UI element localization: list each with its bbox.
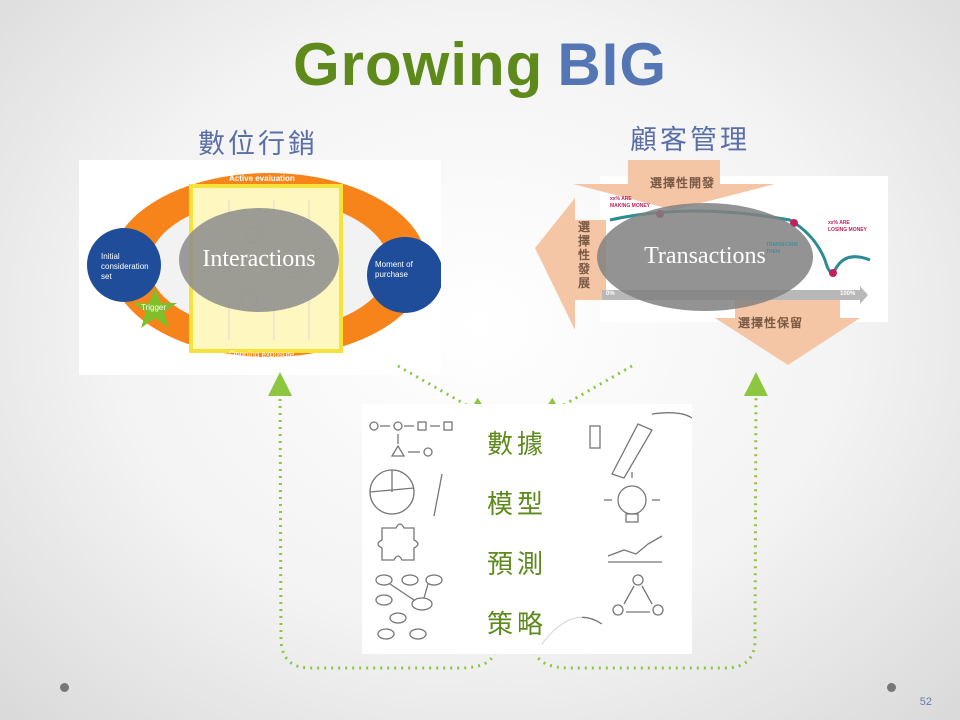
- arrow-left-label: 選擇性發展: [578, 220, 591, 290]
- arc-bottom-label: Ongoing exposure: [229, 350, 295, 359]
- step-strategy: 策略: [486, 610, 547, 640]
- decision-journey-figure: Active evaluation Ongoing exposure Initi…: [79, 160, 441, 375]
- step-data: 數據: [486, 430, 547, 460]
- montage-sketches: [369, 412, 692, 645]
- moment-of-purchase-circle: [367, 237, 441, 313]
- arrow-top-label: 選擇性開發: [650, 176, 716, 190]
- trigger-label: Trigger: [141, 303, 167, 312]
- trigger-star: [133, 288, 177, 328]
- transform-note: TRANSFORM THEM: [766, 242, 798, 255]
- arrow-left: [535, 198, 606, 330]
- page-number: 52: [919, 696, 932, 708]
- title-growing: Growing: [293, 31, 544, 98]
- step-prediction: 預測: [486, 550, 547, 580]
- profitability-graphic: [535, 160, 888, 365]
- making-money-note: xx% ARE MAKING MONEY: [610, 196, 650, 209]
- customer-profitability-figure: 選擇性開發 選擇性發展 選擇性保留 xx% ARE MAKING MONEY x…: [530, 160, 888, 365]
- arrow-bottom: [715, 300, 860, 365]
- montage-center-fade: [452, 434, 582, 644]
- decision-journey-graphic: [87, 173, 441, 357]
- footer-dot-right: [887, 683, 896, 692]
- loss-dot: [829, 269, 837, 277]
- transactions-label: Transactions: [644, 243, 766, 269]
- initial-set-circle: [87, 228, 161, 302]
- axis-end-label: 100%: [840, 291, 856, 297]
- transform-dot: [790, 219, 798, 227]
- interactions-oval: [179, 208, 339, 312]
- initial-set-label: Initial consideration set: [101, 252, 149, 281]
- step-model: 模型: [486, 490, 547, 520]
- arrow-top: [573, 160, 775, 210]
- customer-management-heading: 顧客管理: [630, 125, 750, 156]
- axis-start-label: 0%: [606, 291, 615, 297]
- title-big: BIG: [557, 31, 667, 98]
- arc-top-label: Active evaluation: [229, 174, 295, 183]
- losing-money-note: xx% ARE LOSING MONEY: [828, 220, 867, 233]
- moment-of-purchase-label: Moment of purchase: [375, 260, 413, 279]
- flow-center-to-right: [533, 372, 768, 670]
- transactions-oval: [597, 203, 813, 311]
- digital-marketing-heading: 數位行銷: [198, 129, 318, 160]
- analytics-montage: [362, 404, 692, 654]
- interactions-label: Interactions: [202, 246, 316, 272]
- footer-dot-left: [60, 683, 69, 692]
- arrow-bottom-label: 選擇性保留: [738, 316, 804, 330]
